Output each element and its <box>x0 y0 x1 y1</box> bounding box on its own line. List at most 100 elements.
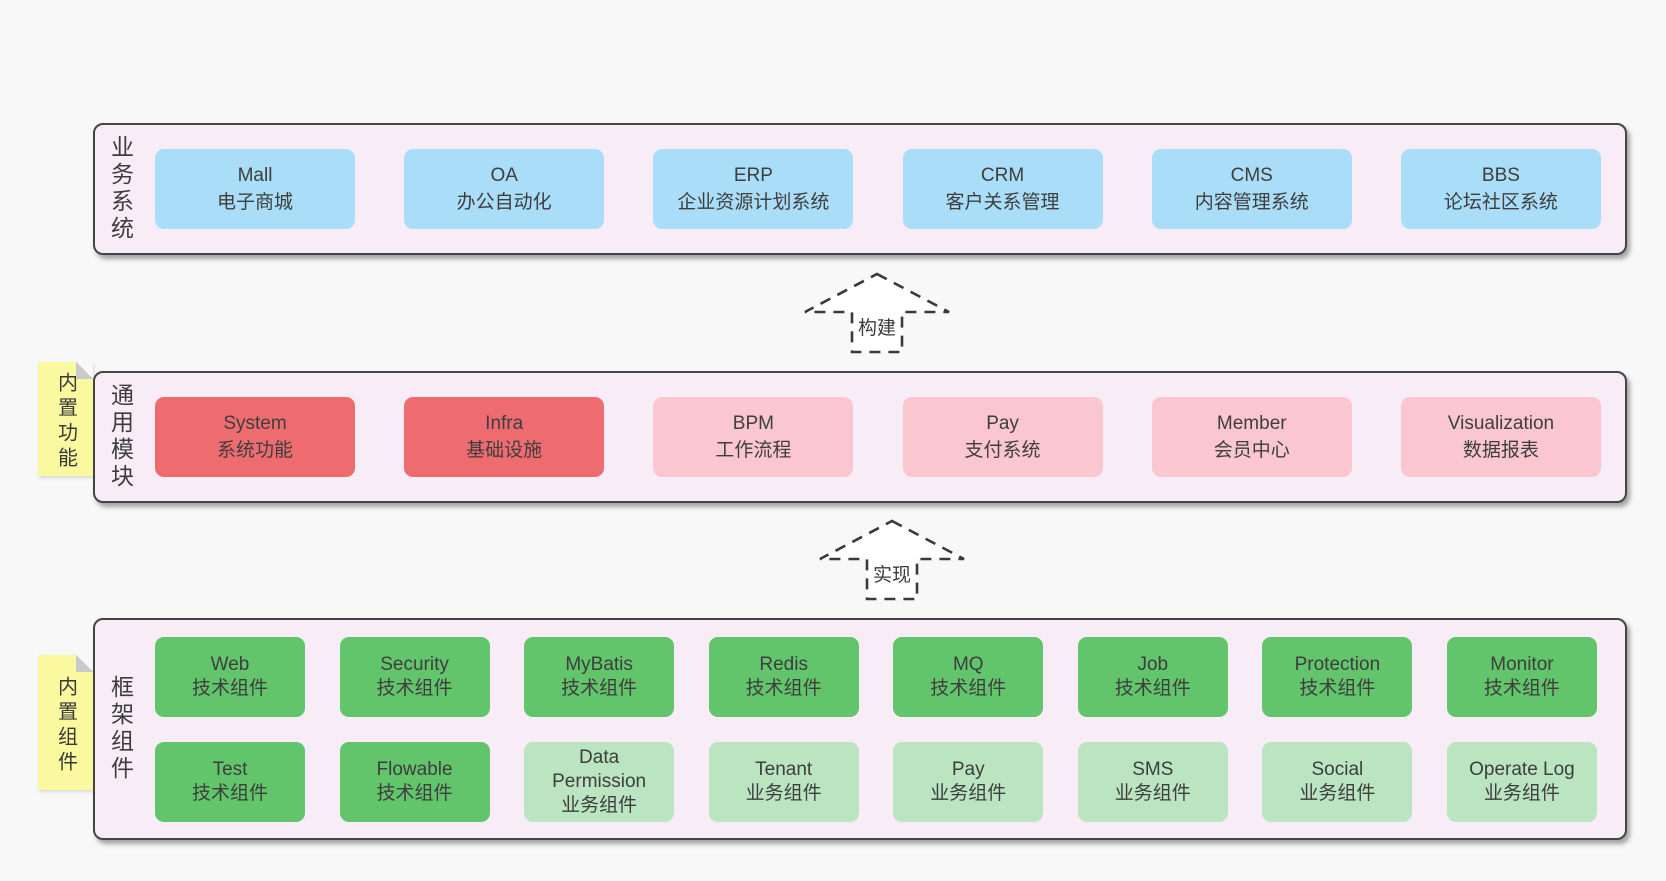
box-bpm: BPM 工作流程 <box>653 397 854 477</box>
box-subtitle: 数据报表 <box>1462 440 1539 461</box>
box-title: Flowable <box>376 758 453 780</box>
box-subtitle: 业务组件 <box>1483 782 1560 804</box>
box-subtitle: 技术组件 <box>1114 677 1191 699</box>
box-title: Test <box>212 758 248 780</box>
box-subtitle: 技术组件 <box>745 677 822 699</box>
box-title: Job <box>1137 653 1169 675</box>
box-web: Web 技术组件 <box>155 636 305 717</box>
box-tenant: Tenant 业务组件 <box>708 741 859 822</box>
band-label-framework-components: 框架组件 <box>107 675 134 783</box>
box-bbs: BBS 论坛社区系统 <box>1400 149 1601 229</box>
box-monitor: Monitor 技术组件 <box>1446 636 1597 717</box>
box-title: System <box>223 413 287 434</box>
box-subtitle: 技术组件 <box>376 782 453 804</box>
box-title: Security <box>380 653 449 675</box>
box-subtitle: 技术组件 <box>191 782 268 804</box>
box-subtitle: 技术组件 <box>561 677 638 699</box>
box-subtitle: 技术组件 <box>1483 677 1560 699</box>
box-title: Social <box>1311 758 1364 780</box>
box-data-permission: Data Permission 业务组件 <box>524 741 675 822</box>
box-subtitle: 技术组件 <box>930 677 1007 699</box>
box-cms: CMS 内容管理系统 <box>1151 149 1352 229</box>
box-title: ERP <box>733 165 773 186</box>
box-subtitle: 支付系统 <box>964 440 1041 461</box>
box-subtitle: 客户关系管理 <box>945 192 1060 213</box>
arrow-build-label: 构建 <box>857 318 896 339</box>
box-title: BBS <box>1481 165 1520 186</box>
box-subtitle: 技术组件 <box>1299 677 1376 699</box>
box-title: Redis <box>759 653 808 675</box>
box-title: SMS <box>1132 758 1174 780</box>
sticky-note-built-in-components: 内置组件 <box>38 655 93 790</box>
box-title: Operate Log <box>1469 758 1575 780</box>
arrow-implement: 实现 <box>817 518 967 602</box>
band-framework-components: 框架组件 Web 技术组件 Security 技术组件 MyBatis 技术组件… <box>93 618 1627 840</box>
box-title: Pay <box>951 758 985 780</box>
box-system: System 系统功能 <box>155 397 355 477</box>
box-mall: Mall 电子商城 <box>155 149 355 229</box>
box-title: Data Permission <box>552 746 647 792</box>
box-title: Monitor <box>1490 653 1554 675</box>
box-flowable: Flowable 技术组件 <box>339 741 490 822</box>
box-subtitle: 业务组件 <box>745 782 822 804</box>
box-subtitle: 工作流程 <box>715 440 792 461</box>
box-redis: Redis 技术组件 <box>708 636 859 717</box>
box-oa: OA 办公自动化 <box>404 149 605 229</box>
box-subtitle: 技术组件 <box>191 677 268 699</box>
arrow-up-dashed-icon <box>804 272 950 354</box>
note-text: 内置功能 <box>54 372 77 472</box>
arrow-build: 构建 <box>802 271 952 355</box>
box-visualization: Visualization 数据报表 <box>1400 397 1601 477</box>
box-crm: CRM 客户关系管理 <box>902 149 1103 229</box>
box-subtitle: 内容管理系统 <box>1194 192 1309 213</box>
box-operate-log: Operate Log 业务组件 <box>1446 741 1597 822</box>
box-subtitle: 业务组件 <box>930 782 1007 804</box>
box-infra: Infra 基础设施 <box>404 397 605 477</box>
box-title: Infra <box>485 413 524 434</box>
band-modules-boxes: System 系统功能 Infra 基础设施 BPM 工作流程 Pay 支付系统… <box>145 373 1625 501</box>
box-protection: Protection 技术组件 <box>1262 636 1413 717</box>
box-title: Protection <box>1294 653 1381 675</box>
box-subtitle: 会员中心 <box>1213 440 1290 461</box>
box-title: BPM <box>732 413 774 434</box>
box-title: CRM <box>980 165 1025 186</box>
box-pay: Pay 支付系统 <box>902 397 1103 477</box>
box-sms: SMS 业务组件 <box>1077 741 1228 822</box>
band-components-rows: Web 技术组件 Security 技术组件 MyBatis 技术组件 Redi… <box>145 620 1625 838</box>
box-pay-biz: Pay 业务组件 <box>893 741 1044 822</box>
box-subtitle: 业务组件 <box>1114 782 1191 804</box>
box-subtitle: 业务组件 <box>561 794 638 816</box>
box-security: Security 技术组件 <box>339 636 490 717</box>
box-title: Member <box>1216 413 1287 434</box>
box-title: Visualization <box>1447 413 1555 434</box>
box-member: Member 会员中心 <box>1151 397 1352 477</box>
box-title: Web <box>210 653 250 675</box>
box-title: MQ <box>952 653 984 675</box>
band-business-systems: 业务系统 Mall 电子商城 OA 办公自动化 ERP 企业资源计划系统 CRM… <box>93 123 1627 255</box>
sticky-note-built-in-features: 内置功能 <box>38 362 93 476</box>
box-title: CMS <box>1230 165 1273 186</box>
box-social: Social 业务组件 <box>1262 741 1413 822</box>
box-subtitle: 电子商城 <box>216 192 293 213</box>
components-row-1: Web 技术组件 Security 技术组件 MyBatis 技术组件 Redi… <box>155 636 1597 717</box>
box-test: Test 技术组件 <box>155 741 305 822</box>
box-subtitle: 企业资源计划系统 <box>677 192 830 213</box>
box-subtitle: 论坛社区系统 <box>1443 192 1558 213</box>
box-mq: MQ 技术组件 <box>893 636 1044 717</box>
box-title: Pay <box>986 413 1019 434</box>
band-common-modules: 通用模块 System 系统功能 Infra 基础设施 BPM 工作流程 Pay… <box>93 371 1627 503</box>
box-job: Job 技术组件 <box>1077 636 1228 717</box>
box-title: Mall <box>237 165 273 186</box>
box-subtitle: 基础设施 <box>466 440 543 461</box>
box-subtitle: 业务组件 <box>1299 782 1376 804</box>
box-subtitle: 系统功能 <box>216 440 293 461</box>
box-title: Tenant <box>755 758 813 780</box>
components-row-2: Test 技术组件 Flowable 技术组件 Data Permission … <box>155 741 1597 822</box>
box-title: MyBatis <box>565 653 633 675</box>
arrow-implement-label: 实现 <box>872 565 911 586</box>
band-label-common-modules: 通用模块 <box>107 383 134 491</box>
box-mybatis: MyBatis 技术组件 <box>524 636 675 717</box>
box-subtitle: 技术组件 <box>376 677 453 699</box>
box-erp: ERP 企业资源计划系统 <box>653 149 854 229</box>
